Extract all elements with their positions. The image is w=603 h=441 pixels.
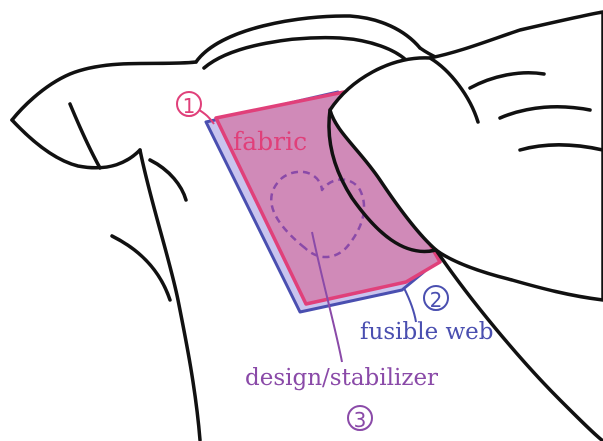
fusible-web-label: fusible web <box>360 321 494 344</box>
tshirt-left-shoulder <box>12 62 196 120</box>
step-2-badge: 2 <box>423 285 449 311</box>
tshirt-fold <box>150 160 186 200</box>
tshirt-left-sleeve-bottom <box>12 120 140 168</box>
step-1-badge: 1 <box>176 91 202 117</box>
fabric-label: fabric <box>233 129 307 154</box>
tshirt-collar-inner <box>204 38 406 68</box>
step-3-badge: 3 <box>347 405 373 431</box>
leader-line-fusible <box>404 288 416 322</box>
tshirt-left-sleeve-hem <box>70 104 100 168</box>
tshirt-left-side-fold <box>112 236 170 300</box>
design-stabilizer-label: design/stabilizer <box>245 367 438 390</box>
